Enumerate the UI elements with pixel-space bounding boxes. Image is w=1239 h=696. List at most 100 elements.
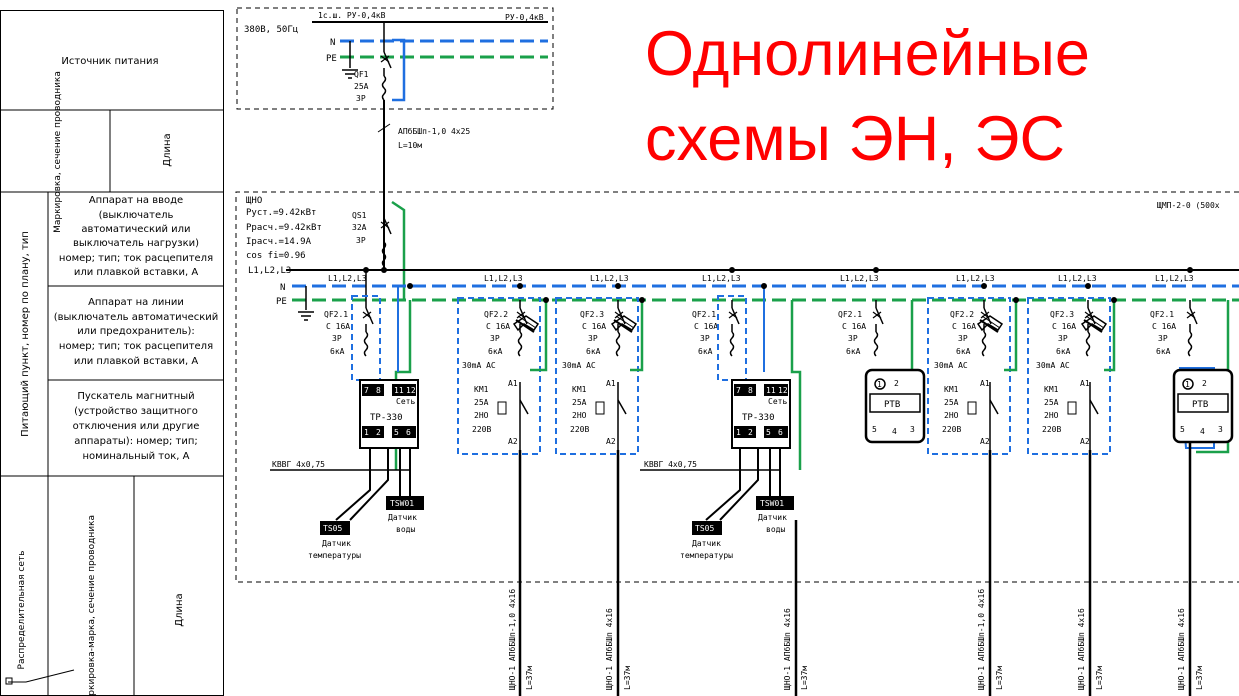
contactor-km1-1: KM1 25A 2НО 220В A1 A2 [472,379,529,450]
source-pe-label: PE [326,54,337,64]
svg-text:2НО: 2НО [572,411,587,420]
svg-text:A2: A2 [1080,437,1090,446]
legend-feeding-point: Питающий пункт, номер по плану, тип [20,231,31,437]
svg-text:8: 8 [748,386,753,395]
svg-text:6кА: 6кА [488,347,503,356]
svg-text:2: 2 [894,379,899,388]
svg-text:220В: 220В [942,425,961,434]
svg-text:4: 4 [892,427,897,436]
svg-text:номер; тип; ток расцепителя: номер; тип; ток расцепителя [59,253,213,264]
svg-text:Датчик: Датчик [692,539,721,548]
breaker-icon [980,299,992,357]
svg-text:3Р: 3Р [356,236,366,245]
svg-text:L1,L2,L3: L1,L2,L3 [590,274,629,283]
svg-text:C 16А: C 16А [1152,322,1176,331]
qs1-label: QS1 32А 3Р [352,211,367,245]
breaker-icon [362,299,374,357]
svg-text:2: 2 [748,428,753,437]
sensors-group-2: КВВГ 4х0,75 TS05 Датчик температуры TSW0… [640,448,794,560]
legend-distribution-net: Распределительная сеть [17,551,27,670]
svg-text:L1,L2,L3: L1,L2,L3 [840,274,879,283]
feeder-5: L1,L2,L3 QF2.1 C 16А 3P 6кА [838,274,884,357]
source-ru: РУ-0,4кВ [505,13,544,22]
svg-text:3P: 3P [332,334,342,343]
rcd-icon [977,315,1003,333]
svg-text:3: 3 [910,425,915,434]
svg-text:25A: 25A [572,398,587,407]
qf1-breaker-icon [380,43,392,101]
svg-text:QF2.1: QF2.1 [1150,310,1174,319]
rtv-relay-1: 1 2 РТВ 5 4 3 [864,368,926,444]
svg-text:L1,L2,L3: L1,L2,L3 [1058,274,1097,283]
svg-text:ЩНО-1 АПбБШп 4х16: ЩНО-1 АПбБШп 4х16 [1176,608,1186,690]
svg-text:2НО: 2НО [944,411,959,420]
legend-line-device: Аппарат на линии (выключатель автоматиче… [54,297,219,367]
svg-text:Пускатель магнитный: Пускатель магнитный [77,391,194,402]
svg-text:L=37м: L=37м [525,666,534,690]
svg-text:5: 5 [872,425,877,434]
svg-text:автоматический или: автоматический или [81,224,190,235]
svg-text:QF2.1: QF2.1 [324,310,348,319]
breaker-icon [516,299,528,357]
outgoing-cable-2: ЩНО-1 АПбБШп 4х16 L=37м [604,608,632,690]
svg-text:25A: 25A [1044,398,1059,407]
svg-text:2: 2 [1202,379,1207,388]
svg-text:25A: 25A [944,398,959,407]
svg-text:QF2.1: QF2.1 [692,310,716,319]
svg-text:TP-330: TP-330 [370,413,403,423]
svg-text:A1: A1 [980,379,990,388]
svg-text:L=37м: L=37м [623,666,632,690]
contactor-km1-4: KM1 25A 2НО 220В A1 A2 [1042,379,1099,450]
svg-text:A2: A2 [980,437,990,446]
legend-length: Длина [162,133,173,166]
svg-text:3P: 3P [490,334,500,343]
svg-text:KM1: KM1 [572,385,587,394]
svg-text:12: 12 [406,386,416,395]
legend-marking-brand: Маркировка-марка, сечение проводника [87,515,97,696]
feeder-6: L1,L2,L3 QF2.2 C 16А 3P 6кА 30mA AC [934,274,1003,370]
svg-text:КВВГ 4х0,75: КВВГ 4х0,75 [272,460,325,469]
svg-text:A2: A2 [508,437,518,446]
legend-source: Источник питания [61,56,158,67]
svg-text:30mA AC: 30mA AC [934,361,968,370]
svg-text:C 16А: C 16А [486,322,510,331]
svg-text:QF2.1: QF2.1 [838,310,862,319]
legend-length-2: Длина [174,593,185,626]
panel-n-label: N [280,283,285,293]
svg-text:Iрасч.=14.9А: Iрасч.=14.9А [246,237,312,247]
svg-text:температуры: температуры [680,551,733,560]
svg-text:5: 5 [394,428,399,437]
svg-text:TS05: TS05 [323,524,342,533]
svg-text:C 16А: C 16А [1052,322,1076,331]
relay-tp330-2: 7 8 11 12 Сеть TP-330 1 2 5 6 [731,379,791,449]
svg-text:C 16А: C 16А [842,322,866,331]
svg-text:номинальный ток, А: номинальный ток, А [83,451,190,462]
qs1-switch-icon [380,209,392,267]
svg-text:6кА: 6кА [698,347,713,356]
svg-text:L1,L2,L3: L1,L2,L3 [328,274,367,283]
svg-text:Аппарат на линии: Аппарат на линии [88,297,184,308]
panel-ground-icon [297,311,315,321]
svg-text:ЩНО-1 АПбБШп-1,0 4х16: ЩНО-1 АПбБШп-1,0 4х16 [507,589,517,690]
svg-text:ЩНО-1 АПбБШп-1,0 4х16: ЩНО-1 АПбБШп-1,0 4х16 [976,589,986,690]
svg-text:КВВГ 4х0,75: КВВГ 4х0,75 [644,460,697,469]
svg-text:(устройство защитного: (устройство защитного [74,406,198,417]
svg-text:QF2.2: QF2.2 [950,310,974,319]
svg-text:5: 5 [1180,425,1185,434]
svg-text:3P: 3P [1058,334,1068,343]
svg-text:QS1: QS1 [352,211,367,220]
svg-text:Ррасч.=9.42кВт: Ррасч.=9.42кВт [246,223,322,233]
svg-text:3P: 3P [848,334,858,343]
svg-text:TSW01: TSW01 [760,499,784,508]
svg-text:или плавкой вставки, А: или плавкой вставки, А [74,267,198,278]
svg-text:аппараты): номер; тип;: аппараты): номер; тип; [74,436,197,447]
svg-text:C 16А: C 16А [694,322,718,331]
contactor-km1-3: KM1 25A 2НО 220В A1 A2 [942,379,999,450]
feeder-4: L1,L2,L3 QF2.1 C 16А 3P 6кА [692,274,741,357]
svg-text:L=37м: L=37м [995,666,1004,690]
svg-text:3P: 3P [356,94,366,103]
legend-starter: Пускатель магнитный (устройство защитног… [73,391,200,462]
svg-text:отключения или другие: отключения или другие [73,421,200,432]
svg-text:Датчик: Датчик [322,539,351,548]
svg-text:3P: 3P [588,334,598,343]
